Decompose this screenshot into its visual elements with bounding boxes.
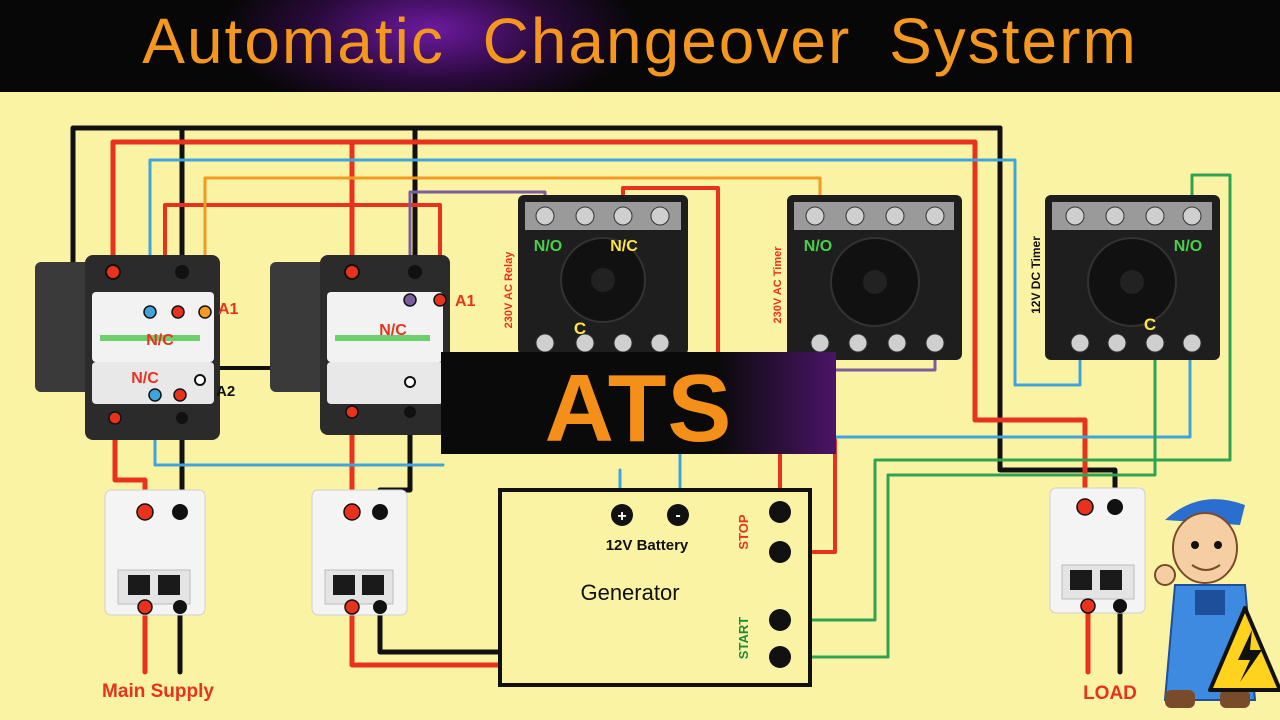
contactor2-nc-top: N/C (379, 322, 407, 339)
contactor1-nc-bottom: N/C (131, 370, 159, 387)
ats-label-box: ATS (441, 352, 836, 462)
page-title: Automatic Changeover Systerm (142, 5, 1138, 77)
load-label: LOAD (1083, 683, 1137, 704)
relay-1: N/O N/C C 230V AC Relay (503, 195, 688, 355)
contactor1-a2: A2 (216, 383, 235, 400)
contactor2-a1: A1 (455, 293, 476, 310)
wire-blue-right (834, 343, 1192, 439)
relay3-no: N/O (1174, 238, 1202, 255)
mcb-main (104, 489, 206, 616)
contactor-1: N/C N/C A1 A2 (35, 255, 239, 440)
relay-2: N/O 230V AC Timer (772, 195, 962, 360)
relay-3: N/O C 12V DC Timer (1029, 195, 1220, 360)
mcb-load (1049, 487, 1146, 614)
wire-green-1 (783, 173, 1232, 622)
mcb-generator (311, 489, 408, 616)
wire-orange (203, 176, 822, 312)
wire-red-gen (349, 602, 521, 668)
main-supply-label: Main Supply (102, 681, 214, 702)
generator-box: + - 12V Battery Generator STOP START (498, 488, 812, 687)
battery-label: 12V Battery (606, 537, 689, 554)
relay1-no: N/O (534, 238, 562, 255)
contactor1-a1: A1 (218, 301, 239, 318)
wire-red-a1-1 (163, 203, 442, 300)
wire-green-2 (783, 343, 1157, 659)
relay2-no: N/O (804, 238, 832, 255)
stop-label: STOP (736, 514, 751, 549)
wire-blue-top (148, 158, 1082, 387)
start-label: START (736, 617, 751, 659)
relay1-c: C (574, 319, 586, 338)
battery-plus: + (617, 508, 626, 525)
relay1-name: 230V AC Relay (503, 251, 515, 329)
wire-black-gen (377, 602, 521, 655)
ats-label: ATS (544, 355, 733, 462)
generator-label: Generator (580, 580, 679, 605)
wiring-diagram: N/C N/C A1 A2 N/C A1 N/O N/C C 230V AC R (35, 125, 1280, 708)
relay1-nc: N/C (610, 238, 638, 255)
relay3-name: 12V DC Timer (1029, 236, 1043, 314)
battery-minus: - (675, 507, 680, 524)
high-voltage-warning-icon (1208, 606, 1280, 692)
wire-red-top (110, 139, 1088, 508)
contactor-2: N/C A1 (270, 255, 476, 435)
relay3-c: C (1144, 315, 1156, 334)
relay2-name: 230V AC Timer (772, 246, 784, 324)
header-banner: Automatic Changeover Systerm (0, 0, 1280, 92)
contactor1-nc-top: N/C (146, 332, 174, 349)
